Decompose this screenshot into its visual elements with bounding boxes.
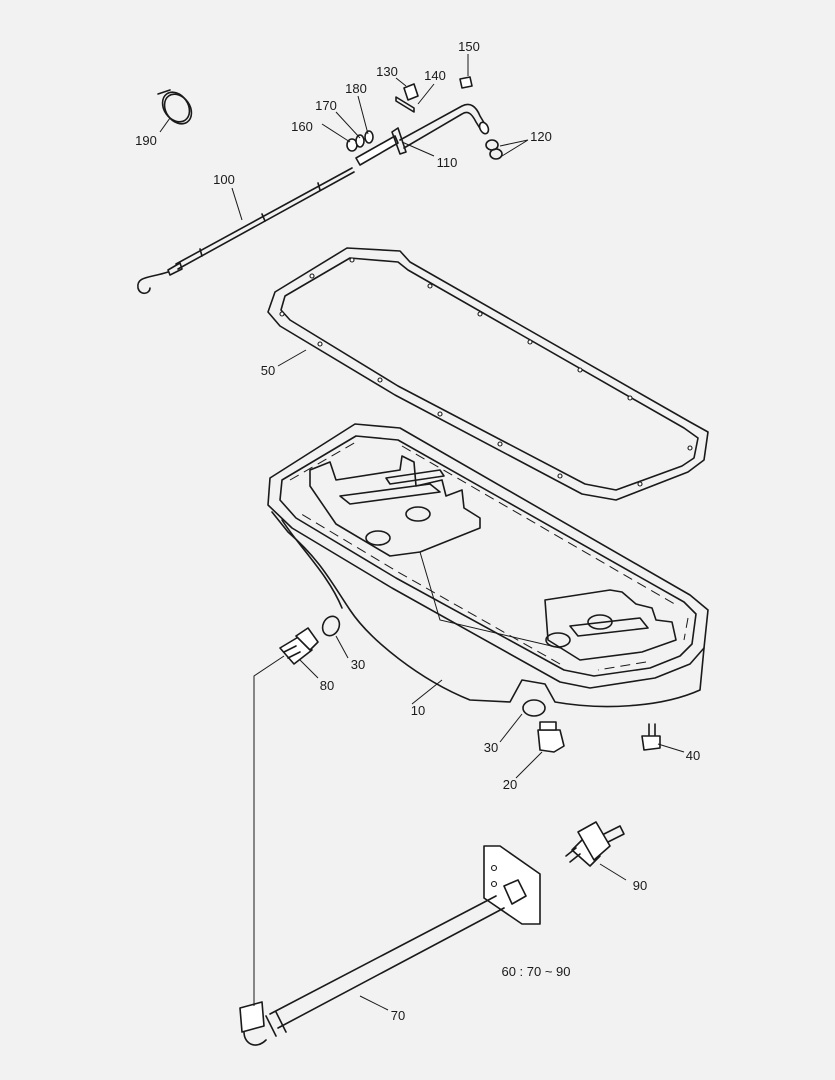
part-40-bolt	[641, 723, 661, 751]
part-180-washer	[364, 130, 374, 144]
callout-130: 130	[376, 64, 398, 79]
callout-10: 10	[411, 703, 425, 718]
callout-190: 190	[135, 133, 157, 148]
part-50-oil-pan-gasket	[267, 247, 709, 501]
callout-170: 170	[315, 98, 337, 113]
part-170-washer	[355, 134, 365, 148]
callout-140: 140	[424, 68, 446, 83]
callout-80: 80	[320, 678, 334, 693]
part-10-oil-pan	[267, 423, 709, 708]
assembly-note: 60 : 70 ~ 90	[501, 964, 570, 979]
callout-160: 160	[291, 119, 313, 134]
part-80-adapter-fitting	[279, 627, 319, 665]
part-190-cable-tie	[157, 89, 193, 125]
callout-50: 50	[261, 363, 275, 378]
callout-30-side: 30	[351, 657, 365, 672]
callout-110: 110	[437, 155, 458, 170]
callout-40: 40	[686, 748, 700, 763]
callout-70: 70	[391, 1008, 405, 1023]
part-70-oil-line	[239, 845, 541, 1046]
part-90-elbow-fitting	[565, 821, 625, 867]
callout-180: 180	[345, 81, 367, 96]
part-150-bolt	[459, 76, 473, 89]
callout-120: 120	[530, 129, 552, 144]
part-130-cap	[403, 83, 419, 101]
callout-100: 100	[213, 172, 235, 187]
part-20-drain-plug	[537, 721, 565, 753]
part-110-guide-tube	[355, 103, 490, 166]
part-30-o-ring-bottom	[522, 699, 546, 717]
callout-150: 150	[458, 39, 480, 54]
part-120-o-rings	[485, 139, 503, 160]
part-100-dipstick	[137, 167, 355, 295]
part-30-o-ring-side	[321, 615, 341, 637]
callout-20: 20	[503, 777, 517, 792]
callout-90: 90	[633, 878, 647, 893]
part-140-bracket	[395, 96, 415, 113]
callout-labels: 190 100 160 170 180 130 140 150 110 120 …	[135, 39, 700, 1023]
callout-30-bottom: 30	[484, 740, 498, 755]
leader-lines	[159, 54, 685, 1011]
